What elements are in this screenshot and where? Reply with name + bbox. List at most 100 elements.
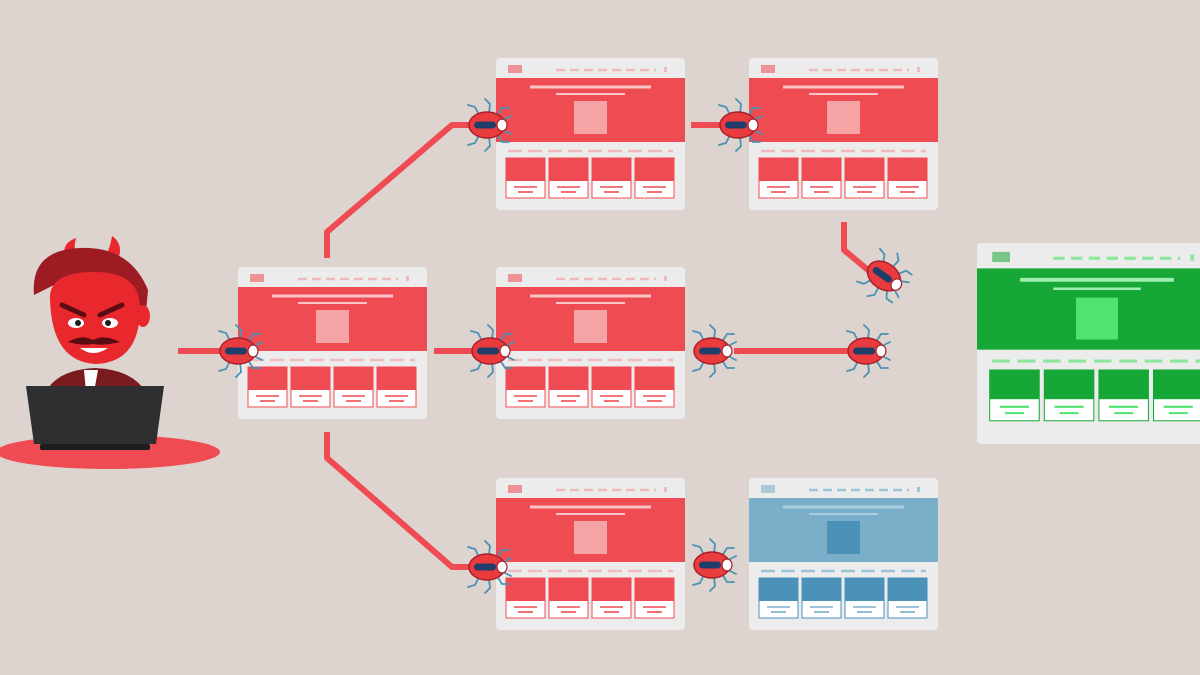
site-card-image bbox=[549, 367, 588, 390]
site-card-image bbox=[802, 578, 841, 601]
site-logo bbox=[992, 251, 1011, 263]
bug-leg bbox=[721, 359, 735, 369]
bug-leg bbox=[885, 288, 894, 304]
site-menu bbox=[406, 276, 409, 281]
site-hero-image bbox=[827, 521, 860, 554]
site-card-image bbox=[1098, 369, 1149, 400]
bug-leg bbox=[247, 333, 261, 343]
site-top-middle bbox=[496, 58, 685, 210]
bug-leg bbox=[496, 549, 510, 559]
site-hero-image bbox=[574, 521, 607, 554]
bug-stripe bbox=[872, 267, 893, 283]
site-hero-image bbox=[574, 101, 607, 134]
hacker-devil-icon bbox=[0, 236, 220, 469]
bug-head bbox=[496, 118, 508, 132]
site-logo bbox=[761, 485, 775, 493]
site-card-image bbox=[635, 578, 674, 601]
bug-leg bbox=[470, 360, 483, 372]
devil-mustache bbox=[68, 337, 120, 345]
bug-leg bbox=[863, 362, 870, 378]
devil-ear bbox=[136, 305, 150, 327]
site-menu bbox=[917, 487, 920, 492]
bug-leg bbox=[747, 107, 761, 117]
bug-leg bbox=[487, 324, 494, 340]
site-hero-image bbox=[1076, 297, 1118, 340]
bug-leg bbox=[896, 269, 913, 276]
devil-grin bbox=[80, 348, 108, 353]
bug-leg bbox=[484, 578, 491, 594]
laptop-icon bbox=[26, 386, 164, 444]
site-bottom-middle bbox=[496, 478, 685, 630]
site-menu bbox=[664, 487, 667, 492]
bug-leg bbox=[692, 574, 705, 586]
bug-leg bbox=[484, 540, 491, 556]
bug-stripe bbox=[699, 561, 721, 569]
site-card-image bbox=[888, 578, 927, 601]
bug-leg bbox=[875, 359, 889, 369]
site-top-right bbox=[749, 58, 938, 210]
bug-leg bbox=[692, 330, 705, 342]
bug-leg bbox=[470, 330, 483, 342]
bug-leg bbox=[891, 252, 900, 269]
bug-leg bbox=[218, 360, 231, 372]
bug-leg bbox=[484, 98, 491, 114]
site-card-image bbox=[592, 367, 631, 390]
bug-stripe bbox=[474, 121, 496, 129]
bug-leg bbox=[718, 134, 731, 146]
bug-stripe bbox=[853, 347, 875, 355]
bug-head bbox=[721, 344, 733, 358]
bug-head bbox=[499, 344, 511, 358]
site-card-image bbox=[506, 158, 545, 181]
bug-leg bbox=[496, 133, 510, 143]
site-card-image bbox=[549, 158, 588, 181]
bug-leg bbox=[846, 360, 859, 372]
site-card-image bbox=[1044, 369, 1094, 400]
site-card-image bbox=[592, 158, 631, 181]
bug-leg bbox=[235, 362, 242, 378]
devil-pupil bbox=[105, 320, 111, 326]
site-card-image bbox=[759, 578, 798, 601]
bug-head bbox=[496, 560, 508, 574]
bug-stripe bbox=[474, 563, 496, 571]
bug-leg bbox=[235, 324, 242, 340]
site-logo bbox=[508, 274, 522, 282]
site-card-image bbox=[635, 158, 674, 181]
connection-line bbox=[324, 432, 485, 570]
bug-leg bbox=[863, 324, 870, 340]
laptop-base bbox=[40, 444, 150, 450]
bug-leg bbox=[496, 575, 510, 585]
bug-leg bbox=[247, 359, 261, 369]
bug-leg bbox=[709, 324, 716, 340]
bug-leg bbox=[218, 330, 231, 342]
site-hero-image bbox=[574, 310, 607, 343]
site-logo bbox=[508, 65, 522, 73]
site-card-image bbox=[989, 369, 1040, 400]
site-target bbox=[977, 243, 1200, 444]
bug-head bbox=[247, 344, 259, 358]
bug-stripe bbox=[699, 347, 721, 355]
bug-leg bbox=[467, 546, 480, 558]
bug-icon bbox=[718, 98, 763, 152]
bug-leg bbox=[467, 576, 480, 588]
site-card-image bbox=[592, 578, 631, 601]
connection-line bbox=[324, 122, 485, 258]
devil-pupil bbox=[75, 320, 81, 326]
site-hero-image bbox=[316, 310, 349, 343]
bug-stripe bbox=[725, 121, 747, 129]
site-center bbox=[496, 267, 685, 419]
site-card-image bbox=[549, 578, 588, 601]
bug-leg bbox=[692, 544, 705, 556]
site-card-image bbox=[802, 158, 841, 181]
site-card-image bbox=[291, 367, 330, 390]
bug-leg bbox=[721, 333, 735, 343]
bug-leg bbox=[866, 286, 880, 298]
bug-leg bbox=[735, 98, 742, 114]
site-card-image bbox=[888, 158, 927, 181]
site-logo bbox=[508, 485, 522, 493]
bug-icon bbox=[692, 324, 737, 378]
bug-stripe bbox=[225, 347, 247, 355]
bug-leg bbox=[846, 330, 859, 342]
site-hero-image bbox=[827, 101, 860, 134]
site-menu bbox=[664, 67, 667, 72]
